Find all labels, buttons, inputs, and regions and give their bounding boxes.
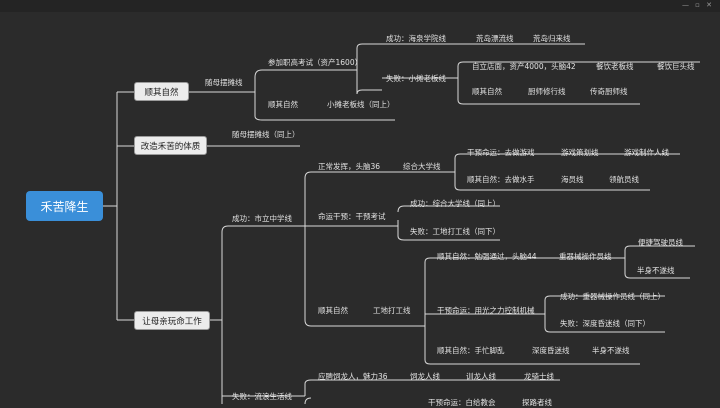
node-n20[interactable]: 游戏策划线 xyxy=(561,148,599,157)
node-n6[interactable]: 失败：小摊老板线 xyxy=(386,74,446,83)
window-controls[interactable]: — ▫ ✕ xyxy=(681,1,714,9)
node-n37[interactable]: 顺其自然：手忙脚乱 xyxy=(437,346,505,355)
window-titlebar: — ▫ ✕ xyxy=(0,0,720,12)
node-n26[interactable]: 成功：综合大学线（同上） xyxy=(410,199,500,208)
node-n4[interactable]: 荒岛漂流线 xyxy=(476,34,514,43)
node-n25[interactable]: 命运干预：干预考试 xyxy=(318,212,386,221)
node-n40[interactable]: 失败：流浪生活线 xyxy=(232,392,292,401)
node-n14[interactable]: 小摊老板线（同上） xyxy=(327,100,395,109)
node-n38[interactable]: 深度昏迷线 xyxy=(532,346,570,355)
node-n39[interactable]: 半身不遂线 xyxy=(592,346,630,355)
node-n29[interactable]: 工地打工线 xyxy=(373,306,411,315)
node-n11[interactable]: 厨师修行线 xyxy=(528,87,566,96)
node-n24[interactable]: 领航员线 xyxy=(609,175,639,184)
node-n18[interactable]: 综合大学线 xyxy=(403,162,441,171)
node-n45[interactable]: 干预命运：白给教会 xyxy=(428,398,496,407)
node-n22[interactable]: 顺其自然：去做水手 xyxy=(467,175,535,184)
node-n27[interactable]: 失败：工地打工线（同下） xyxy=(410,227,500,236)
node-n19[interactable]: 干预命运：去做游戏 xyxy=(467,148,535,157)
node-n30[interactable]: 顺其自然：勉强通过，头脑44 xyxy=(437,252,537,261)
node-n5[interactable]: 荒岛归来线 xyxy=(533,34,571,43)
node-n32[interactable]: 便捷驾驶员线 xyxy=(638,238,683,247)
node-n21[interactable]: 游戏制作人线 xyxy=(624,148,669,157)
node-n9[interactable]: 餐饮巨头线 xyxy=(657,62,695,71)
node-n8[interactable]: 餐饮老板线 xyxy=(596,62,634,71)
node-n28[interactable]: 顺其自然 xyxy=(318,306,348,315)
node-n41[interactable]: 应聘饲龙人，魅力36 xyxy=(318,372,388,381)
node-n23[interactable]: 海员线 xyxy=(561,175,584,184)
node-n34[interactable]: 干预命运：用光之力控制机械 xyxy=(437,306,535,315)
node-n10[interactable]: 顺其自然 xyxy=(472,87,502,96)
node-n3[interactable]: 成功：海泉学院线 xyxy=(386,34,446,43)
node-n17[interactable]: 正常发挥，头脑36 xyxy=(318,162,381,171)
branch-improve-physique[interactable]: 改造禾苦的体质 xyxy=(134,136,207,155)
node-n42[interactable]: 饲龙人线 xyxy=(410,372,440,381)
node-n15[interactable]: 随母摆摊线（同上） xyxy=(232,130,300,139)
node-n13[interactable]: 顺其自然 xyxy=(268,100,298,109)
node-n7[interactable]: 自立店面，资产4000，头脑42 xyxy=(472,62,576,71)
node-n12[interactable]: 传奇厨师线 xyxy=(590,87,628,96)
node-n36[interactable]: 失败：深度昏迷线（同下） xyxy=(560,319,650,328)
node-n31[interactable]: 重器械操作员线 xyxy=(559,252,612,261)
node-n33[interactable]: 半身不遂线 xyxy=(637,266,675,275)
root-node[interactable]: 禾苦降生 xyxy=(26,191,103,221)
node-n1[interactable]: 随母摆摊线 xyxy=(205,78,243,87)
node-n2[interactable]: 参加职高考试（资产1600） xyxy=(268,58,363,67)
node-n16[interactable]: 成功：市立中学线 xyxy=(232,214,292,223)
branch-natural[interactable]: 顺其自然 xyxy=(134,82,189,101)
node-n43[interactable]: 训龙人线 xyxy=(466,372,496,381)
node-n35[interactable]: 成功：重器械操作员线（同上） xyxy=(560,292,665,301)
node-n44[interactable]: 龙骑士线 xyxy=(524,372,554,381)
node-n46[interactable]: 探路者线 xyxy=(522,398,552,407)
branch-mother-work[interactable]: 让母亲玩命工作 xyxy=(134,311,210,330)
